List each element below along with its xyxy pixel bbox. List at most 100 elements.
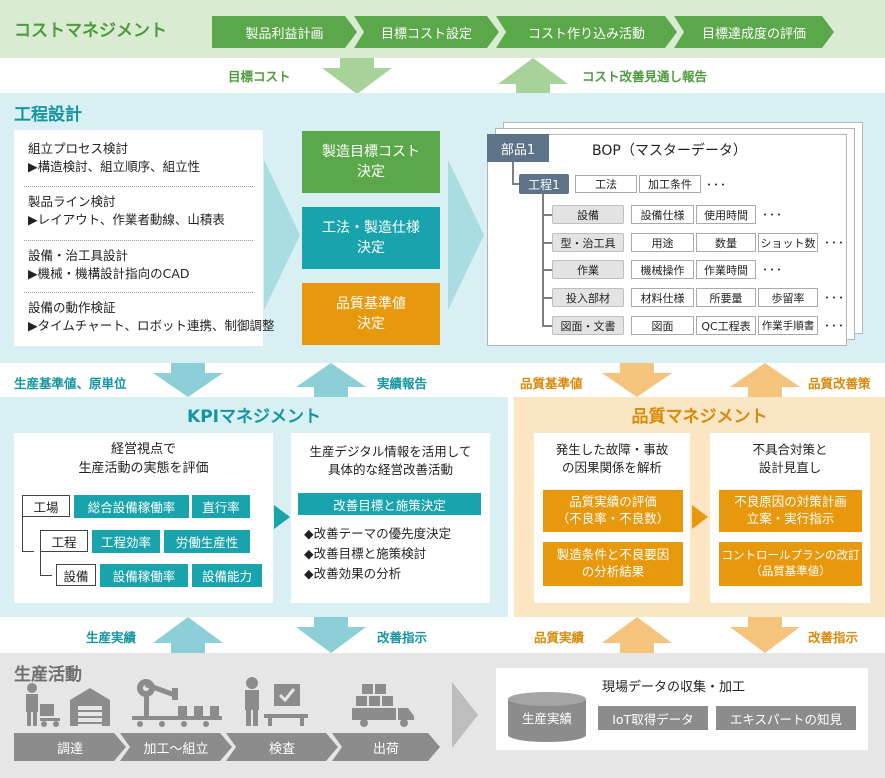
tree-line bbox=[542, 297, 552, 299]
quality-title: 品質マネジメント bbox=[631, 407, 768, 427]
quality-left-title: 発生した故障・事故 の因果関係を解析 bbox=[555, 442, 669, 476]
prod-step-2: 加工～組立 bbox=[120, 733, 232, 761]
bop-cell: QC工程表 bbox=[696, 316, 756, 335]
kpi-tag: 工程効率 bbox=[92, 530, 160, 553]
level-bracket bbox=[22, 504, 34, 552]
quality-right-btn: コントロールプランの改訂 （品質基準値） bbox=[719, 542, 862, 586]
bop-cell: 作業時間 bbox=[696, 260, 756, 279]
tree-line bbox=[542, 269, 552, 271]
arrow-down-icon bbox=[153, 363, 223, 397]
divider bbox=[24, 240, 253, 241]
bop-cell: 機械操作 bbox=[631, 260, 694, 279]
process-item-3: 設備・治工具設計 ▶機械・機構設計指向のCAD bbox=[28, 247, 190, 283]
process-item-heading: 設備・治工具設計 bbox=[28, 248, 129, 263]
arrow-down-icon bbox=[602, 363, 672, 397]
kpi-tag: 労働生産性 bbox=[164, 530, 250, 553]
bop-cell: 用途 bbox=[631, 233, 694, 252]
warehouse-worker-icon bbox=[26, 683, 110, 727]
kpi-right-title: 生産デジタル情報を活用して 具体的な経営改善活動 bbox=[309, 444, 472, 478]
process-item-4: 設備の動作検証 ▶タイムチャート、ロボット連携、制御調整 bbox=[28, 299, 275, 335]
kpi-tag: 総合設備稼働率 bbox=[74, 495, 189, 518]
kpi-up-label: 実績報告 bbox=[377, 376, 428, 391]
arrow-down-icon bbox=[730, 617, 800, 653]
field-data-title: 現場データの収集・加工 bbox=[602, 680, 746, 695]
bop-cell: 図面 bbox=[631, 316, 694, 335]
prod-step-4: 出荷 bbox=[332, 733, 440, 761]
kpi-bullet: ◆改善効果の分析 bbox=[304, 566, 402, 581]
quality-right-btn: 不良原因の対策計画 立案・実行指示 bbox=[719, 490, 862, 532]
arrow-right-icon bbox=[692, 505, 708, 529]
level-process: 工程 bbox=[40, 530, 88, 552]
process-title: 工程設計 bbox=[14, 105, 82, 125]
kpi-tag: 設備稼働率 bbox=[100, 564, 188, 587]
kpi-action-button: 改善目標と施策決定 bbox=[298, 493, 481, 515]
truck-icon bbox=[352, 684, 414, 727]
arrow-up-icon bbox=[602, 617, 672, 653]
cost-step-4: 目標達成度の評価 bbox=[674, 16, 834, 48]
production-title: 生産活動 bbox=[14, 665, 82, 685]
process-item-1: 組立プロセス検討 ▶構造検討、組立順序、組立性 bbox=[28, 140, 200, 176]
process-item-heading: 組立プロセス検討 bbox=[28, 141, 129, 156]
quality-right-title: 不具合対策と 設計見直し bbox=[752, 442, 828, 476]
kpi-right-box bbox=[291, 433, 490, 603]
bop-process-tag: 工程1 bbox=[519, 174, 569, 194]
bop-cell: 歩留率 bbox=[758, 288, 818, 307]
kpi-left-title: 経営視点で 生産活動の実態を評価 bbox=[78, 442, 209, 476]
inspector-icon bbox=[245, 677, 308, 726]
level-equipment: 設備 bbox=[56, 564, 96, 586]
more-icon: ･･･ bbox=[824, 319, 846, 333]
mid-box-quality: 品質基準値 決定 bbox=[302, 283, 440, 345]
more-icon: ･･･ bbox=[762, 263, 784, 277]
bop-cell: 工法 bbox=[575, 175, 637, 193]
arrow-up-icon bbox=[296, 363, 366, 397]
database-icon bbox=[508, 692, 586, 742]
level-bracket bbox=[40, 530, 52, 576]
kpi-tag: 直行率 bbox=[192, 495, 250, 518]
expert-tag: エキスパートの知見 bbox=[716, 706, 856, 730]
arrow-up-icon bbox=[498, 58, 568, 94]
cost-report-label: コスト改善見通し報告 bbox=[582, 69, 708, 84]
quality-left-btn: 製造条件と不良要因 の分析結果 bbox=[543, 542, 683, 586]
cost-step-1: 製品利益計画 bbox=[212, 16, 357, 48]
arrow-down-icon bbox=[322, 58, 392, 94]
process-item-heading: 製品ライン検討 bbox=[28, 194, 116, 209]
cost-step-2: 目標コスト設定 bbox=[354, 16, 499, 48]
bop-cell: 作業手順書 bbox=[758, 316, 818, 335]
bop-cell: 所要量 bbox=[696, 288, 756, 307]
arrow-right-icon bbox=[274, 505, 290, 529]
kpi-tag: 設備能力 bbox=[192, 564, 262, 587]
kpi-bullets: ◆改善テーマの優先度決定 ◆改善目標と施策検討 ◆改善効果の分析 bbox=[304, 524, 451, 584]
chevron-right-icon bbox=[264, 160, 300, 310]
bop-title: BOP（マスターデータ） bbox=[592, 143, 747, 159]
bop-row-tag: 図面・文書 bbox=[552, 316, 624, 335]
kpi-instruct-label: 改善指示 bbox=[377, 630, 428, 645]
arrow-down-icon bbox=[296, 617, 366, 653]
level-factory: 工場 bbox=[22, 495, 70, 517]
prod-step-3: 検査 bbox=[226, 733, 338, 761]
bop-row-tag: 設備 bbox=[552, 205, 624, 224]
iot-tag: IoT取得データ bbox=[598, 706, 708, 730]
kpi-bullet: ◆改善目標と施策検討 bbox=[304, 546, 427, 561]
bop-cell: ショット数 bbox=[758, 233, 818, 252]
bop-cell: 設備仕様 bbox=[631, 205, 694, 224]
mid-box-method: 工法・製造仕様 決定 bbox=[302, 207, 440, 269]
process-item-detail: ▶レイアウト、作業者動線、山積表 bbox=[28, 212, 225, 228]
divider bbox=[24, 292, 253, 293]
prod-step-1: 調達 bbox=[14, 733, 126, 761]
bop-row-tag: 作業 bbox=[552, 260, 624, 279]
process-items-box bbox=[14, 130, 263, 346]
mid-box-cost: 製造目標コスト 決定 bbox=[302, 131, 440, 193]
tree-line bbox=[512, 162, 514, 184]
bop-cell: 加工条件 bbox=[639, 175, 701, 193]
more-icon: ･･･ bbox=[706, 178, 728, 192]
bop-part-tag: 部品1 bbox=[487, 134, 549, 162]
more-icon: ･･･ bbox=[762, 208, 784, 222]
tree-line bbox=[542, 214, 552, 216]
tree-line bbox=[512, 183, 520, 185]
chevron-right-icon bbox=[452, 682, 478, 748]
q-instruct-label: 改善指示 bbox=[808, 630, 859, 645]
robot-arm-icon bbox=[132, 679, 222, 727]
bop-cell: 材料仕様 bbox=[631, 288, 694, 307]
tree-line bbox=[542, 242, 552, 244]
more-icon: ･･･ bbox=[824, 291, 846, 305]
